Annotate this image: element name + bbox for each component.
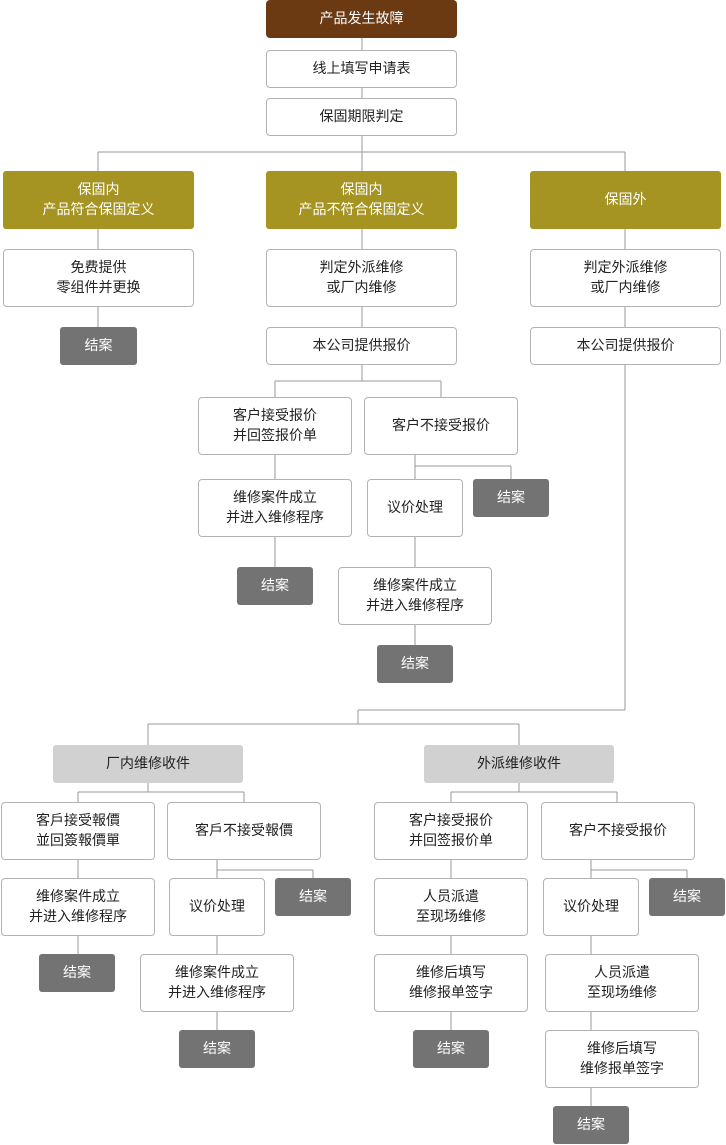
node-label: 维修后填写 维修报单签字 bbox=[580, 1041, 664, 1077]
node-label: 线上填写申请表 bbox=[312, 61, 411, 77]
node-customer-accepts-quote: 客户接受报价 并回签报价单 bbox=[198, 397, 352, 455]
node-label: 保固外 bbox=[604, 192, 647, 208]
node-label: 客戶不接受報價 bbox=[195, 823, 293, 839]
node-label: 客户不接受报价 bbox=[392, 418, 490, 434]
node-repair-case-established: 维修案件成立 并进入维修程序 bbox=[198, 479, 352, 537]
node-label: 本公司提供报价 bbox=[312, 338, 411, 354]
node-label: 人员派遣 至现场维修 bbox=[416, 889, 486, 925]
node-label: 结案 bbox=[261, 578, 289, 594]
node-case-closed: 结案 bbox=[60, 327, 137, 365]
node-label: 结案 bbox=[84, 338, 113, 354]
node-label: 产品发生故障 bbox=[319, 11, 404, 27]
node-factory-repair-intake: 厂内维修收件 bbox=[53, 745, 243, 783]
node-staff-dispatch: 人员派遣 至现场维修 bbox=[545, 954, 699, 1012]
node-case-closed: 结案 bbox=[413, 1030, 489, 1068]
node-customer-accepts-quote: 客戶接受報價 並回簽報價單 bbox=[1, 802, 155, 860]
node-online-application: 线上填写申请表 bbox=[266, 50, 457, 88]
node-customer-rejects-quote: 客戶不接受報價 bbox=[167, 802, 321, 860]
node-price-negotiation: 议价处理 bbox=[169, 878, 265, 936]
node-label: 结案 bbox=[401, 656, 429, 672]
node-customer-rejects-quote: 客户不接受报价 bbox=[364, 397, 518, 455]
node-label: 客戶接受報價 並回簽報價單 bbox=[36, 813, 120, 849]
node-customer-accepts-quote: 客户接受报价 并回签报价单 bbox=[374, 802, 528, 860]
node-label: 结案 bbox=[299, 889, 327, 905]
node-fill-repair-report: 维修后填写 维修报单签字 bbox=[374, 954, 528, 1012]
node-repair-case-established: 维修案件成立 并进入维修程序 bbox=[140, 954, 294, 1012]
node-label: 免费提供 零组件并更换 bbox=[56, 260, 141, 296]
node-repair-case-established: 维修案件成立 并进入维修程序 bbox=[1, 878, 155, 936]
node-case-closed: 结案 bbox=[553, 1106, 629, 1144]
node-company-quote: 本公司提供报价 bbox=[266, 327, 457, 365]
node-case-closed: 结案 bbox=[649, 878, 725, 916]
node-decide-repair-type: 判定外派维修 或厂内维修 bbox=[266, 249, 457, 307]
node-in-warranty-conforming: 保固内 产品符合保固定义 bbox=[3, 171, 194, 229]
node-label: 维修案件成立 并进入维修程序 bbox=[226, 490, 324, 526]
node-label: 维修案件成立 并进入维修程序 bbox=[29, 889, 127, 925]
node-case-closed: 结案 bbox=[377, 645, 453, 683]
node-label: 人员派遣 至现场维修 bbox=[587, 965, 657, 1001]
node-label: 结案 bbox=[497, 490, 525, 506]
node-label: 本公司提供报价 bbox=[576, 338, 675, 354]
node-label: 维修案件成立 并进入维修程序 bbox=[168, 965, 266, 1001]
node-label: 议价处理 bbox=[387, 500, 443, 516]
node-case-closed: 结案 bbox=[39, 954, 115, 992]
node-case-closed: 结案 bbox=[179, 1030, 255, 1068]
node-label: 结案 bbox=[203, 1041, 231, 1057]
node-label: 结案 bbox=[63, 965, 91, 981]
node-price-negotiation: 议价处理 bbox=[543, 878, 639, 936]
node-label: 保固内 产品符合保固定义 bbox=[42, 182, 155, 218]
node-in-warranty-nonconforming: 保固内 产品不符合保固定义 bbox=[266, 171, 457, 229]
node-label: 议价处理 bbox=[189, 899, 245, 915]
node-product-failure: 产品发生故障 bbox=[266, 0, 457, 38]
node-company-quote: 本公司提供报价 bbox=[530, 327, 721, 365]
node-staff-dispatch: 人员派遣 至现场维修 bbox=[374, 878, 528, 936]
node-fill-repair-report: 维修后填写 维修报单签字 bbox=[545, 1030, 699, 1088]
node-label: 客户接受报价 并回签报价单 bbox=[409, 813, 493, 849]
node-label: 维修案件成立 并进入维修程序 bbox=[366, 578, 464, 614]
node-repair-case-established: 维修案件成立 并进入维修程序 bbox=[338, 567, 492, 625]
node-label: 保固内 产品不符合保固定义 bbox=[298, 182, 425, 218]
node-label: 议价处理 bbox=[563, 899, 619, 915]
node-decide-repair-type: 判定外派维修 或厂内维修 bbox=[530, 249, 721, 307]
node-label: 结案 bbox=[673, 889, 701, 905]
node-label: 结案 bbox=[577, 1117, 605, 1133]
node-free-parts-replacement: 免费提供 零组件并更换 bbox=[3, 249, 194, 307]
node-label: 维修后填写 维修报单签字 bbox=[409, 965, 493, 1001]
node-onsite-repair-intake: 外派维修收件 bbox=[424, 745, 614, 783]
node-label: 客户不接受报价 bbox=[569, 823, 667, 839]
node-price-negotiation: 议价处理 bbox=[367, 479, 463, 537]
node-case-closed: 结案 bbox=[237, 567, 313, 605]
node-label: 厂内维修收件 bbox=[106, 756, 190, 772]
node-case-closed: 结案 bbox=[275, 878, 351, 916]
node-label: 客户接受报价 并回签报价单 bbox=[233, 408, 317, 444]
node-label: 结案 bbox=[437, 1041, 465, 1057]
node-label: 外派维修收件 bbox=[477, 756, 561, 772]
node-label: 保固期限判定 bbox=[319, 109, 404, 125]
node-customer-rejects-quote: 客户不接受报价 bbox=[541, 802, 695, 860]
node-warranty-check: 保固期限判定 bbox=[266, 98, 457, 136]
node-label: 判定外派维修 或厂内维修 bbox=[319, 260, 404, 296]
node-case-closed: 结案 bbox=[473, 479, 549, 517]
node-label: 判定外派维修 或厂内维修 bbox=[583, 260, 668, 296]
node-out-of-warranty: 保固外 bbox=[530, 171, 721, 229]
